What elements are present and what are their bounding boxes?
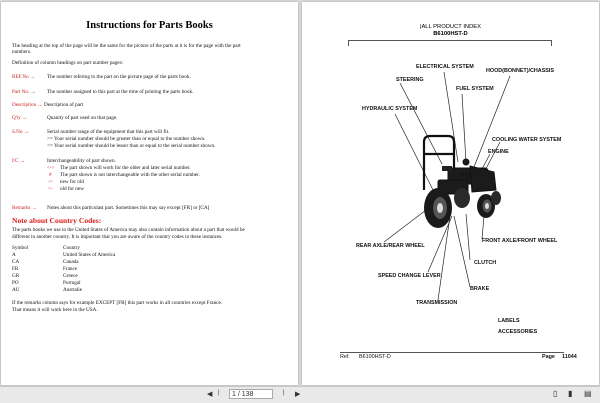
symbol-right-arrow: -> bbox=[48, 179, 53, 185]
def-ic-3: The part shown is not interchangeable wi… bbox=[60, 172, 200, 178]
def-ic-4: new for old bbox=[60, 179, 84, 185]
footer-rule bbox=[340, 352, 564, 353]
page-divider-icon: | bbox=[218, 390, 220, 396]
def-ic-2: The part shown will work for the older a… bbox=[60, 165, 191, 171]
country-heading: Note about Country Codes: bbox=[12, 216, 102, 225]
country-name: Portugal bbox=[63, 280, 81, 286]
term-ic: I/C → bbox=[12, 158, 26, 164]
footer-ref-value: B6100HST-D bbox=[359, 354, 391, 360]
country-name: Greece bbox=[63, 273, 78, 279]
term-ref-no: REF.No → bbox=[12, 74, 36, 80]
label-front-axle[interactable]: FRONT AXLE/FRONT WHEEL bbox=[482, 238, 558, 244]
corner-mark bbox=[546, 40, 552, 46]
label-labels[interactable]: LABELS bbox=[498, 318, 520, 324]
table-header-country: Country bbox=[63, 245, 81, 251]
label-steering[interactable]: STEERING bbox=[396, 77, 424, 83]
country-text-1: The parts books we use in the United Sta… bbox=[12, 227, 245, 233]
def-ref-no: The number refering to the part on the p… bbox=[47, 74, 191, 80]
viewer-toolbar: ◀ | 1 / 138 | ▶ ▯ ▮ ▤ bbox=[0, 386, 600, 403]
arrow-right-icon: → bbox=[22, 115, 28, 121]
left-page: Instructions for Parts Books The heading… bbox=[1, 2, 298, 385]
header-rule bbox=[351, 40, 549, 41]
arrow-right-icon: → bbox=[30, 89, 36, 95]
label-transmission[interactable]: TRANSMISSION bbox=[416, 300, 458, 306]
def-remarks: Notes about this particulast part. Somet… bbox=[47, 205, 210, 211]
corner-mark bbox=[348, 40, 354, 46]
def-qty: Quanity of part used on that page. bbox=[47, 115, 118, 121]
scroll-view-icon[interactable]: ▤ bbox=[584, 389, 592, 398]
country-name: Canada bbox=[63, 259, 79, 265]
country-code: FR bbox=[12, 266, 19, 272]
intro-line-1: The heading at the top of the page will … bbox=[12, 43, 241, 49]
label-speed-change-lever[interactable]: SPEED CHANGE LEVER bbox=[378, 273, 441, 279]
symbol-left-arrow: <- bbox=[48, 186, 53, 192]
country-name: Australie bbox=[63, 287, 83, 293]
def-part-no: The number assigned to this part at the … bbox=[47, 89, 194, 95]
page-title: Instructions for Parts Books bbox=[86, 20, 213, 31]
label-brake[interactable]: BRAKE bbox=[470, 286, 490, 292]
term-description: Description → Description of part bbox=[12, 102, 84, 108]
tractor-diagram bbox=[383, 71, 511, 301]
arrow-right-icon: → bbox=[30, 74, 36, 80]
def-sno-1: Serial number range of the equipment tha… bbox=[47, 129, 170, 135]
def-ic-1: Interchangeability of part shown. bbox=[47, 158, 116, 164]
arrow-right-icon: → bbox=[19, 158, 26, 164]
label-hood-chassis[interactable]: HOOD(BONNET)/CHASSIS bbox=[486, 68, 554, 74]
intro-line-2: numbers. bbox=[12, 49, 32, 55]
footer-page-label: Page bbox=[542, 354, 555, 360]
page-number-field[interactable]: 1 / 138 bbox=[229, 389, 273, 399]
index-header: |ALL PRODUCT INDEX bbox=[419, 24, 482, 30]
country-code: CA bbox=[12, 259, 20, 265]
label-cooling-water-system[interactable]: COOLING WATER SYSTEM bbox=[492, 137, 562, 143]
def-sno-2: >= Your serial number should be greater … bbox=[47, 136, 206, 142]
footer-page-value: 11044 bbox=[562, 354, 577, 360]
arrow-right-icon: → bbox=[31, 205, 37, 211]
country-code: PO bbox=[12, 280, 19, 286]
label-hydraulic-system[interactable]: HYDRAULIC SYSTEM bbox=[362, 106, 418, 112]
two-page-view-icon[interactable]: ▮ bbox=[568, 389, 573, 398]
country-text-2: different in another country. It is impo… bbox=[12, 234, 223, 240]
def-ic-5: old for new bbox=[60, 186, 84, 192]
footer-ref-label: Ref. bbox=[340, 354, 350, 360]
label-rear-axle[interactable]: REAR AXLE/REAR WHEEL bbox=[356, 243, 425, 249]
country-name: France bbox=[63, 266, 78, 272]
footer-text-1: If the remarks column says for example E… bbox=[12, 300, 223, 306]
country-code: AU bbox=[12, 287, 20, 293]
label-electrical-system[interactable]: ELECTRICAL SYSTEM bbox=[416, 64, 474, 70]
country-name: United States of America bbox=[63, 252, 116, 258]
model-header: B6100HST-D bbox=[433, 31, 468, 37]
arrow-right-icon: → bbox=[23, 129, 30, 135]
symbol-both-arrows: <-> bbox=[47, 165, 55, 171]
country-code: A bbox=[12, 252, 16, 258]
symbol-hash: # bbox=[49, 172, 52, 178]
term-sno: S.No → bbox=[12, 129, 30, 135]
label-clutch[interactable]: CLUTCH bbox=[474, 260, 497, 266]
term-qty: Q'ty → bbox=[12, 115, 28, 121]
label-accessories[interactable]: ACCESSORIES bbox=[498, 329, 538, 335]
columns-heading: Definition of column headings on part nu… bbox=[12, 60, 124, 66]
country-code: GR bbox=[12, 273, 20, 279]
term-part-no: Part No. → bbox=[12, 89, 36, 95]
right-page: |ALL PRODUCT INDEX B6100HST-D bbox=[302, 2, 599, 385]
footer-text-2: That means it will work here in the USA. bbox=[12, 307, 98, 313]
prev-page-icon[interactable]: ◀ bbox=[207, 391, 213, 398]
page-divider-icon: | bbox=[283, 390, 285, 396]
single-page-view-icon[interactable]: ▯ bbox=[553, 389, 558, 398]
arrow-right-icon: → bbox=[36, 102, 43, 108]
label-engine[interactable]: ENGINE bbox=[488, 149, 509, 155]
term-remarks: Remarks → bbox=[12, 205, 37, 211]
label-fuel-system[interactable]: FUEL SYSTEM bbox=[456, 86, 494, 92]
table-header-symbol: Symbol bbox=[12, 245, 29, 251]
next-page-icon[interactable]: ▶ bbox=[295, 391, 301, 398]
def-sno-3: <= Your serial number should be lesser t… bbox=[47, 143, 216, 149]
